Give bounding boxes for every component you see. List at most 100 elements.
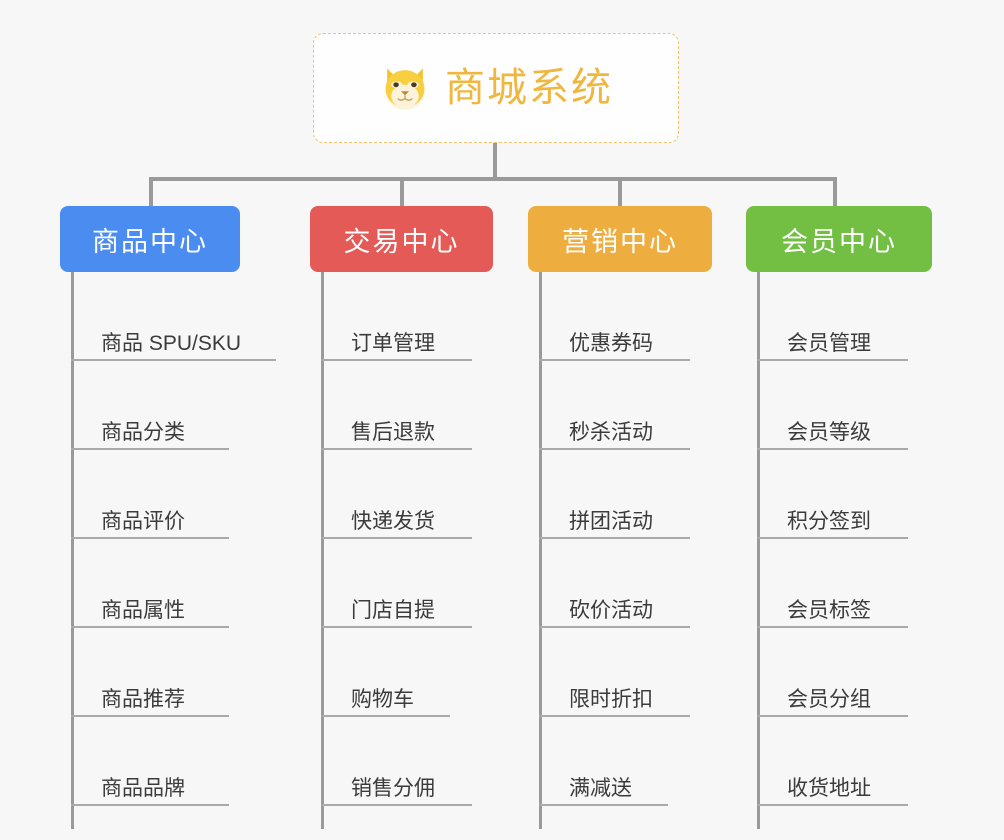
list-item[interactable]: 商品属性 <box>71 539 276 628</box>
list-item[interactable]: 会员分组 <box>757 628 932 717</box>
list-item[interactable]: 订单管理 <box>321 272 493 361</box>
shiba-dog-face-icon <box>385 68 425 110</box>
leaf-label: 商品评价 <box>101 509 185 533</box>
branch-column-0: 商品中心 商品 SPU/SKU 商品分类 商品评价 商品属性 商品推荐 <box>60 206 276 829</box>
leaf-rule <box>321 804 472 806</box>
list-item[interactable]: 售后退款 <box>321 361 493 450</box>
leaf-label: 砍价活动 <box>569 598 653 622</box>
list-item[interactable]: 砍价活动 <box>539 539 712 628</box>
leaf-label: 商品 SPU/SKU <box>101 331 242 355</box>
leaf-label: 会员标签 <box>787 598 871 622</box>
list-item[interactable]: 优惠券码 <box>539 272 712 361</box>
leaf-rule <box>539 715 690 717</box>
root-node[interactable]: 商城系统 <box>313 33 679 143</box>
leaf-rule <box>71 359 276 361</box>
leaf-label: 快递发货 <box>351 509 435 533</box>
leaf-rule <box>71 537 229 539</box>
connector-drop-3 <box>833 180 837 210</box>
list-item[interactable]: 商品评价 <box>71 450 276 539</box>
leaf-rule <box>539 537 690 539</box>
leaf-label: 收货地址 <box>787 776 871 800</box>
list-item[interactable]: 秒杀活动 <box>539 361 712 450</box>
list-item[interactable]: 拼团活动 <box>539 450 712 539</box>
leaf-label: 拼团活动 <box>569 509 653 533</box>
branch-column-2: 营销中心 优惠券码 秒杀活动 拼团活动 砍价活动 限时折扣 <box>528 206 712 829</box>
leaf-rule <box>71 626 229 628</box>
branch-items-0: 商品 SPU/SKU 商品分类 商品评价 商品属性 商品推荐 商品品牌 <box>71 272 276 829</box>
leaf-label: 商品分类 <box>101 420 185 444</box>
leaf-label: 商品品牌 <box>101 776 185 800</box>
list-item[interactable]: 积分签到 <box>757 450 932 539</box>
connector-drop-1 <box>400 180 404 210</box>
list-item[interactable]: 商品推荐 <box>71 628 276 717</box>
branch-header-0[interactable]: 商品中心 <box>60 206 240 272</box>
branch-spine-0 <box>71 272 74 829</box>
leaf-label: 门店自提 <box>351 598 435 622</box>
leaf-rule <box>757 448 908 450</box>
leaf-label: 销售分佣 <box>351 776 435 800</box>
list-item[interactable]: 限时折扣 <box>539 628 712 717</box>
list-item[interactable]: 销售分佣 <box>321 717 493 806</box>
branch-label-0: 商品中心 <box>92 226 208 257</box>
list-item[interactable]: 会员等级 <box>757 361 932 450</box>
leaf-label: 商品属性 <box>101 598 185 622</box>
connector-drop-2 <box>618 180 622 210</box>
branch-spine-3 <box>757 272 760 829</box>
connector-root-stem <box>493 143 497 180</box>
leaf-label: 售后退款 <box>351 420 435 444</box>
leaf-rule <box>539 448 690 450</box>
branch-label-2: 营销中心 <box>562 226 678 257</box>
leaf-label: 秒杀活动 <box>569 420 653 444</box>
branch-column-3: 会员中心 会员管理 会员等级 积分签到 会员标签 会员分组 <box>746 206 932 829</box>
branch-items-2: 优惠券码 秒杀活动 拼团活动 砍价活动 限时折扣 满减送 <box>539 272 712 829</box>
leaf-rule <box>757 626 908 628</box>
branch-spine-2 <box>539 272 542 829</box>
list-item[interactable]: 购物车 <box>321 628 493 717</box>
branch-spine-1 <box>321 272 324 829</box>
leaf-label: 商品推荐 <box>101 687 185 711</box>
leaf-rule <box>321 448 472 450</box>
list-item[interactable]: 门店自提 <box>321 539 493 628</box>
connector-drop-0 <box>149 180 153 210</box>
leaf-label: 满减送 <box>569 776 632 800</box>
list-item[interactable]: 商品品牌 <box>71 717 276 806</box>
branch-header-1[interactable]: 交易中心 <box>310 206 493 272</box>
leaf-rule <box>757 715 908 717</box>
branch-column-1: 交易中心 订单管理 售后退款 快递发货 门店自提 购物车 <box>310 206 493 829</box>
leaf-rule <box>757 804 908 806</box>
list-item[interactable]: 商品分类 <box>71 361 276 450</box>
leaf-label: 积分签到 <box>787 509 871 533</box>
branch-header-2[interactable]: 营销中心 <box>528 206 712 272</box>
list-item[interactable]: 会员管理 <box>757 272 932 361</box>
list-item[interactable]: 商品 SPU/SKU <box>71 272 276 361</box>
connector-horizontal-bus <box>149 177 837 181</box>
branch-label-1: 交易中心 <box>343 226 460 257</box>
leaf-label: 会员分组 <box>787 687 871 711</box>
branch-header-3[interactable]: 会员中心 <box>746 206 932 272</box>
list-item[interactable]: 满减送 <box>539 717 712 806</box>
leaf-rule <box>539 359 690 361</box>
branch-items-3: 会员管理 会员等级 积分签到 会员标签 会员分组 收货地址 <box>757 272 932 829</box>
leaf-rule <box>71 715 229 717</box>
leaf-rule <box>321 537 472 539</box>
leaf-rule <box>539 626 690 628</box>
leaf-label: 优惠券码 <box>569 331 653 355</box>
root-title: 商城系统 <box>445 66 613 110</box>
list-item[interactable]: 快递发货 <box>321 450 493 539</box>
leaf-rule <box>321 715 450 717</box>
leaf-label: 订单管理 <box>351 331 435 355</box>
leaf-label: 购物车 <box>351 687 414 711</box>
leaf-rule <box>539 804 668 806</box>
leaf-rule <box>757 359 908 361</box>
branch-label-3: 会员中心 <box>781 226 897 257</box>
leaf-rule <box>321 359 472 361</box>
leaf-rule <box>71 804 229 806</box>
branch-items-1: 订单管理 售后退款 快递发货 门店自提 购物车 销售分佣 <box>321 272 493 829</box>
leaf-rule <box>757 537 908 539</box>
list-item[interactable]: 会员标签 <box>757 539 932 628</box>
leaf-label: 限时折扣 <box>569 687 653 711</box>
list-item[interactable]: 收货地址 <box>757 717 932 806</box>
leaf-rule <box>71 448 229 450</box>
leaf-label: 会员管理 <box>787 331 871 355</box>
